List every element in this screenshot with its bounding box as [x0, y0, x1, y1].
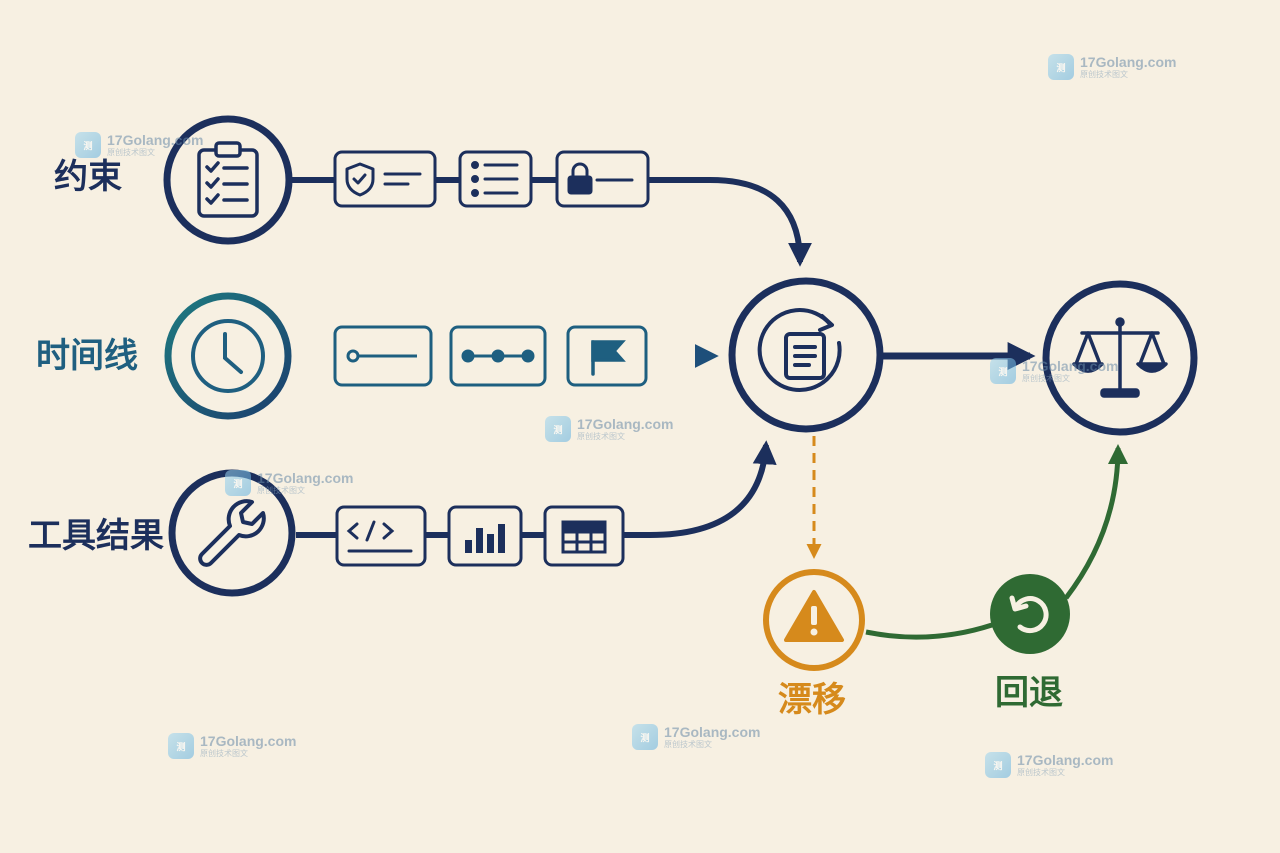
watermark-name: 17Golang.com: [257, 469, 354, 486]
watermark-name: 17Golang.com: [1022, 357, 1119, 374]
wrench-icon: [198, 499, 266, 567]
watermark-logo-icon: 测: [632, 724, 658, 750]
tool-results-label: 工具结果: [28, 516, 164, 556]
drift-label: 漂移: [778, 680, 846, 720]
lock-icon: [567, 162, 634, 195]
bar-chart-icon: [465, 524, 505, 553]
watermark-name: 17Golang.com: [1080, 53, 1177, 70]
clipboard-checklist-icon: [197, 141, 259, 218]
timeline-card-dots: [449, 325, 547, 387]
timeline-start-icon: [346, 349, 417, 363]
timeline-label: 时间线: [36, 336, 138, 376]
watermark-logo-icon: 测: [990, 358, 1016, 384]
constraint-card-lock: [555, 150, 650, 208]
shield-check-icon: [345, 162, 422, 197]
flag-icon: [591, 340, 626, 376]
tool-card-code: [335, 505, 427, 567]
watermark-logo-icon: 测: [225, 470, 251, 496]
constraint-card-shield: [333, 150, 437, 208]
table-icon: [561, 520, 607, 554]
constraint-card-list: [458, 150, 533, 208]
watermark-name: 17Golang.com: [664, 723, 761, 740]
watermark-sub: 原创技术图文: [107, 147, 155, 157]
list-icon: [471, 161, 519, 197]
constraint-flow-line: [292, 177, 812, 267]
watermark-logo-icon: 测: [545, 416, 571, 442]
undo-icon: [1009, 595, 1049, 634]
drift-to-rollback-line: [865, 622, 993, 640]
refresh-document-icon: [757, 308, 842, 392]
tool-flow-line: [296, 440, 777, 538]
watermark-logo-icon: 测: [1048, 54, 1074, 80]
timeline-card-start: [333, 325, 433, 387]
watermark-logo-icon: 测: [168, 733, 194, 759]
timeline-node: [164, 292, 292, 420]
watermark-logo-icon: 测: [985, 752, 1011, 778]
watermark-name: 17Golang.com: [107, 131, 204, 148]
clock-icon: [191, 319, 265, 393]
watermark-sub: 原创技术图文: [1017, 767, 1065, 777]
balance-scale-icon: [1072, 317, 1168, 398]
timeline-dots-icon: [461, 349, 535, 363]
rollback-label: 回退: [995, 673, 1063, 713]
watermark-name: 17Golang.com: [1017, 751, 1114, 768]
watermark-sub: 原创技术图文: [200, 748, 248, 758]
code-icon: [346, 520, 413, 553]
watermark-sub: 原创技术图文: [664, 739, 712, 749]
watermark-sub: 原创技术图文: [577, 431, 625, 441]
timeline-card-flag: [566, 325, 648, 387]
watermark-sub: 原创技术图文: [257, 485, 305, 495]
tool-card-table: [543, 505, 625, 567]
rollback-to-result-line: [1064, 444, 1128, 600]
rollback-node: [990, 574, 1070, 654]
watermark-logo-icon: 测: [75, 132, 101, 158]
tool-card-chart: [447, 505, 523, 567]
watermark-sub: 原创技术图文: [1080, 69, 1128, 79]
watermark-name: 17Golang.com: [200, 732, 297, 749]
watermark-sub: 原创技术图文: [1022, 373, 1070, 383]
constraint-label: 约束: [54, 157, 122, 197]
watermark-name: 17Golang.com: [577, 415, 674, 432]
warning-triangle-icon: [784, 590, 844, 642]
